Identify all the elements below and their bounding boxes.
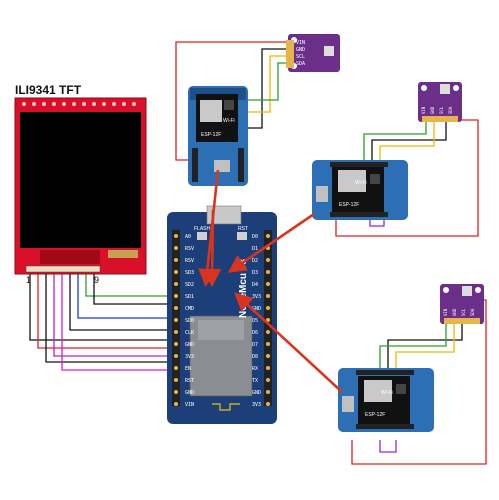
wire-tft-black-4: [93, 274, 176, 305]
wire-tft-green: [85, 274, 176, 297]
sensor-bottom-pin-label: SDA: [470, 308, 475, 316]
tft-header-pins: [25, 265, 101, 273]
nodemcu-right-pin-label: D1: [252, 246, 258, 252]
wemos-top: [188, 86, 248, 186]
nodemcu-left-pin-label: A0: [185, 234, 191, 240]
wire-mid-black: [371, 122, 447, 160]
wire-tft-magenta: [61, 274, 172, 371]
wemos-middle: [312, 160, 408, 220]
wemos-middle-wifi-label: Wi-Fi: [355, 180, 367, 186]
nodemcu-left-pin-label: GND: [185, 342, 194, 348]
wire-tft-black-1: [29, 274, 172, 341]
sensor-middle-pin-label: VIN: [421, 106, 426, 114]
sensor-top-pin-label: SCL: [296, 54, 305, 60]
nodemcu-left-pin-label: CLK: [185, 330, 194, 336]
nodemcu-left-pin-label: EN: [185, 366, 191, 372]
nodemcu-right-pin-label: D8: [252, 354, 258, 360]
nodemcu-left-pin-label: GND: [185, 390, 194, 396]
nodemcu-left-pin-label: VIN: [185, 402, 194, 408]
wire-bot-yellow: [395, 322, 455, 368]
arrow-bottom-wemos-to-nodemcu: [234, 292, 343, 393]
sensor-middle-pin-label: SDA: [448, 106, 453, 114]
sensor-top-pin-label: GND: [296, 47, 305, 53]
wire-tft-red-1: [37, 274, 172, 349]
tft-title: ILI9341 TFT: [15, 83, 82, 97]
wire-tft-black-2: [45, 274, 172, 363]
wemos-top-wifi-label: Wi-Fi: [223, 118, 235, 124]
sensor-bottom: [440, 284, 484, 324]
nodemcu-left-pin-label: SD1: [185, 294, 194, 300]
nodemcu-right-pin-label: D5: [252, 318, 258, 324]
nodemcu-left-pin-label: SD2: [185, 282, 194, 288]
nodemcu-right-pin-label: 3V3: [252, 402, 261, 408]
sensor-middle: [418, 82, 462, 122]
wemos-middle-chip-label: ESP-12F: [339, 202, 359, 208]
sensor-bottom-pin-label: SCL: [461, 308, 466, 316]
wire-mid-green: [363, 122, 427, 160]
nodemcu-left-pin-label: RSV: [185, 246, 194, 252]
nodemcu-right-pin-label: D6: [252, 330, 258, 336]
wire-top-yellow: [240, 55, 286, 113]
nodemcu-rst-label: RST: [238, 226, 248, 232]
nodemcu-right-pin-label: D2: [252, 258, 258, 264]
wemos-top-chip-label: ESP-12F: [201, 132, 221, 138]
nodemcu-left-pin-label: RSV: [185, 258, 194, 264]
tft-pin-first: 1: [26, 275, 31, 285]
wire-top-green: [240, 62, 286, 101]
sensor-middle-pin-label: SCL: [439, 106, 444, 114]
nodemcu-left-pin-label: CMD: [185, 306, 194, 312]
arrows: [198, 169, 343, 393]
sensor-top: [286, 34, 340, 72]
nodemcu-right-pin-label: D3: [252, 270, 258, 276]
nodemcu-left-pin-label: SD0: [185, 318, 194, 324]
wire-top-red: [175, 41, 286, 161]
nodemcu-right-pin-label: TX: [252, 378, 258, 384]
wire-top-black: [238, 48, 286, 129]
nodemcu-right-pin-label: GND: [252, 306, 261, 312]
wire-tft-black-3: [69, 274, 172, 331]
nodemcu-right-pin-label: 3V3: [252, 294, 261, 300]
wemos-bottom-wifi-label: Wi-Fi: [381, 390, 393, 396]
sensor-middle-pin-labels: VIN GND SCL SDA: [421, 106, 453, 114]
tft-pin-last: 9: [94, 275, 99, 285]
wemos-bottom: [338, 368, 434, 432]
nodemcu-board: [167, 205, 277, 424]
nodemcu-label: NodeMcu v3: [238, 259, 249, 318]
wire-bot-black: [387, 322, 463, 368]
sensor-bottom-pin-labels: VIN GND SCL SDA: [443, 308, 475, 316]
wire-tft-blue: [77, 274, 172, 319]
arrow-short-to-nodemcu: [203, 209, 222, 288]
sensor-top-pin-label: VIN: [296, 40, 305, 46]
sensor-bottom-pin-label: VIN: [443, 308, 448, 316]
nodemcu-right-pin-label: RX: [252, 366, 258, 372]
nodemcu-right-pin-label: D4: [252, 282, 258, 288]
nodemcu-right-pin-label: D0: [252, 234, 258, 240]
nodemcu-left-pin-label: RST: [185, 378, 194, 384]
nodemcu-right-pin-label: GND: [252, 390, 261, 396]
nodemcu-left-pin-label: 3V3: [185, 354, 194, 360]
nodemcu-flash-label: FLASH: [194, 226, 211, 232]
nodemcu-right-pin-label: D7: [252, 342, 258, 348]
wire-tft-purple: [53, 274, 172, 357]
wire-bot-purple: [379, 440, 397, 453]
wire-mid-red: [335, 119, 479, 237]
wire-mid-yellow: [379, 122, 435, 160]
sensor-top-pin-label: SDA: [296, 61, 305, 67]
sensor-bottom-pin-label: GND: [452, 308, 457, 316]
arrow-middle-wemos-to-nodemcu: [227, 212, 315, 273]
tft-display: [14, 97, 147, 275]
nodemcu-left-pin-label: SD3: [185, 270, 194, 276]
sensor-middle-pin-label: GND: [430, 106, 435, 114]
wire-bot-green: [379, 322, 447, 368]
wemos-bottom-chip-label: ESP-12F: [365, 412, 385, 418]
tft-top-rivets: [22, 102, 136, 106]
